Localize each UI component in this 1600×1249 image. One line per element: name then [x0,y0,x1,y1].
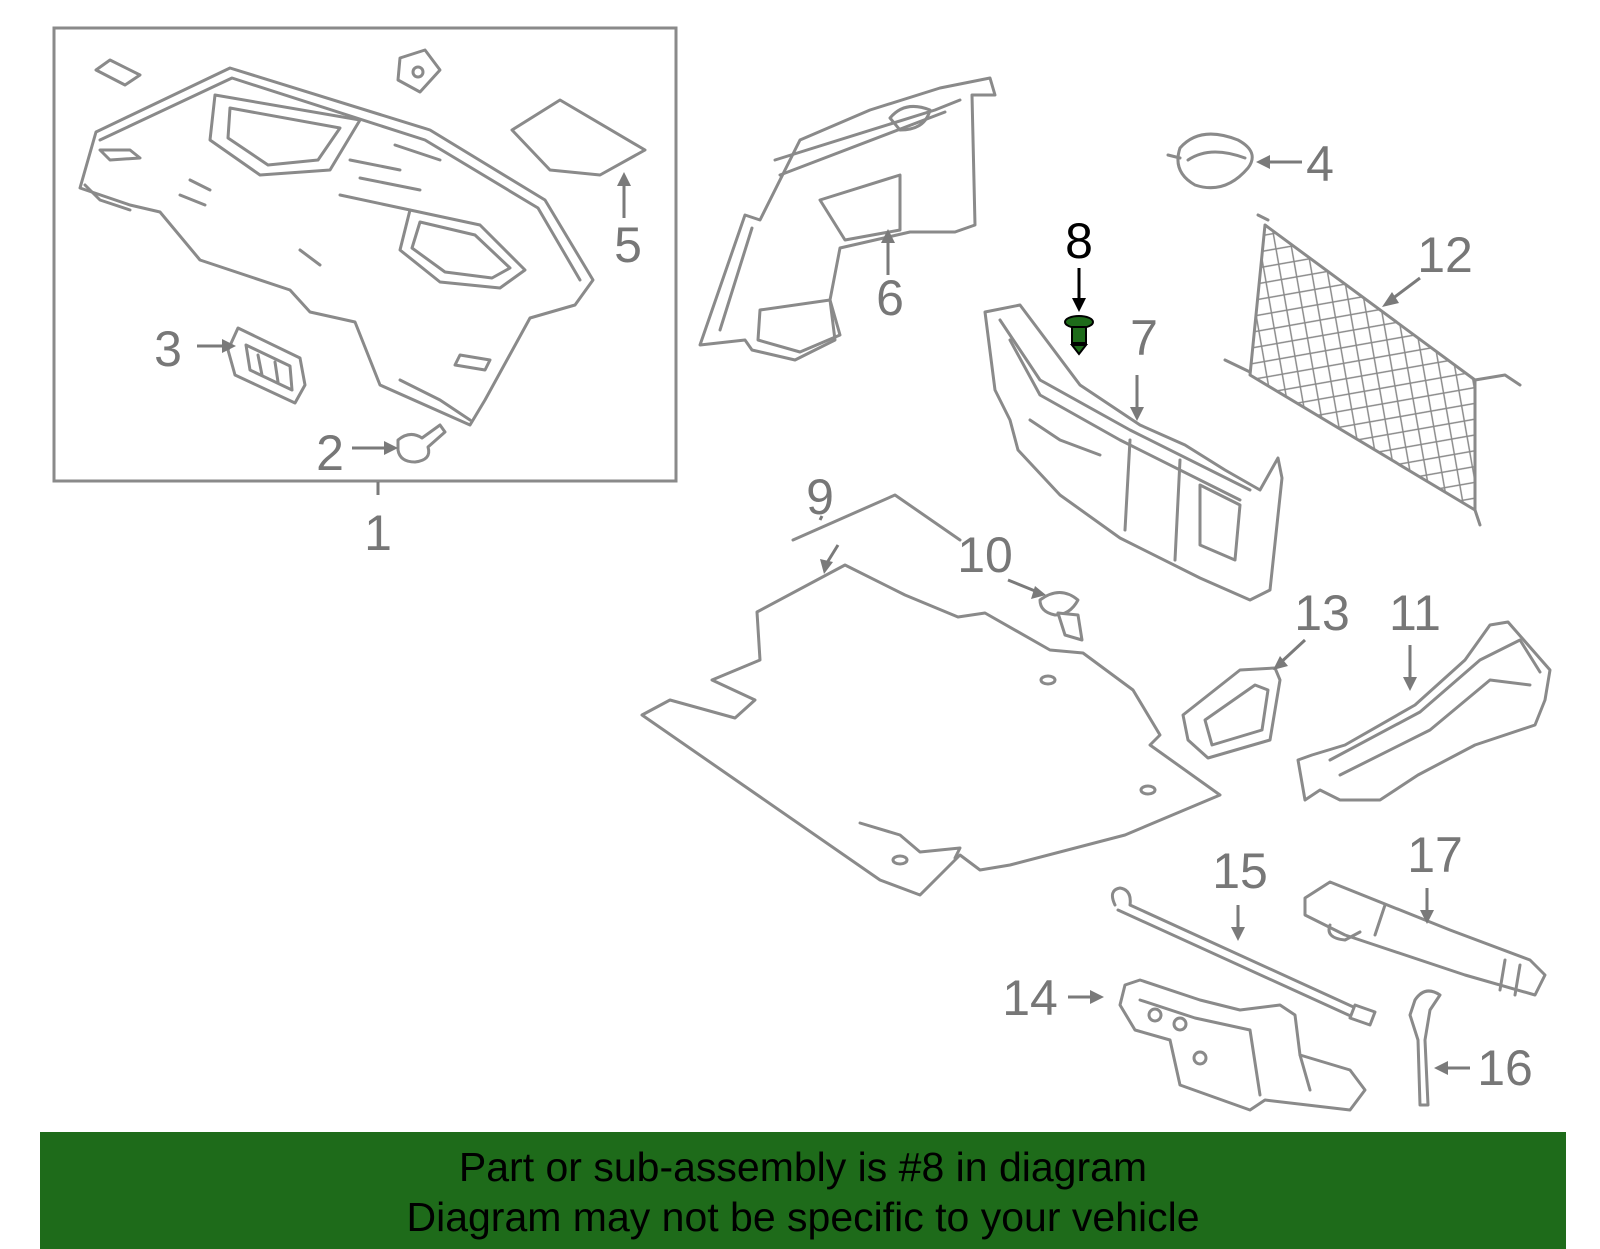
banner-line-1: Part or sub-assembly is #8 in diagram [458,1144,1148,1190]
loose-clips [94,48,442,94]
callout-17: 17 [1407,827,1463,883]
part-13-small-tray [1181,666,1282,760]
part-16-lug-wrench [1408,989,1442,1107]
part-6-side-trim [698,76,997,362]
part-9-floor-mat [640,493,1222,897]
leader-lines [197,155,1470,1075]
callout-16: 16 [1477,1040,1533,1096]
info-banner: Part or sub-assembly is #8 in diagram Di… [40,1132,1566,1249]
callout-2: 2 [316,425,344,481]
part-10-push-pin [1038,591,1084,642]
part-3-bracket [226,326,307,405]
callout-15: 15 [1212,843,1268,899]
banner-line-2: Diagram may not be specific to your vehi… [406,1194,1200,1240]
callout-5: 5 [614,217,642,273]
assembly-box-1 [52,26,678,483]
part-7-trim-panel [983,303,1284,602]
callout-14: 14 [1002,970,1058,1026]
part-5-cover [510,98,647,177]
callout-4: 4 [1306,136,1334,192]
part-14-scissor-jack [1118,978,1367,1112]
part-12-cargo-net [1223,213,1522,527]
callout-numbers: 1 2 3 4 5 6 7 8 9 10 11 12 13 14 15 16 1… [154,136,1533,1096]
callout-9: 9 [806,469,834,525]
part-2-push-clip [396,423,447,464]
part-1-package-tray [78,66,595,427]
callout-11: 11 [1389,585,1441,641]
callout-13: 13 [1294,585,1350,641]
callout-8: 8 [1065,213,1093,269]
callout-3: 3 [154,321,182,377]
part-8-fastener [1064,315,1094,356]
callout-12: 12 [1417,227,1473,283]
part-11-storage-bin [1296,620,1552,802]
part-15-jack-handle [1110,886,1377,1027]
callout-7: 7 [1130,310,1158,366]
callout-10: 10 [957,527,1013,583]
callout-1: 1 [364,505,392,561]
callout-6: 6 [876,270,904,326]
part-17-tool-pouch [1303,880,1547,997]
part-4-cap [1166,132,1254,190]
